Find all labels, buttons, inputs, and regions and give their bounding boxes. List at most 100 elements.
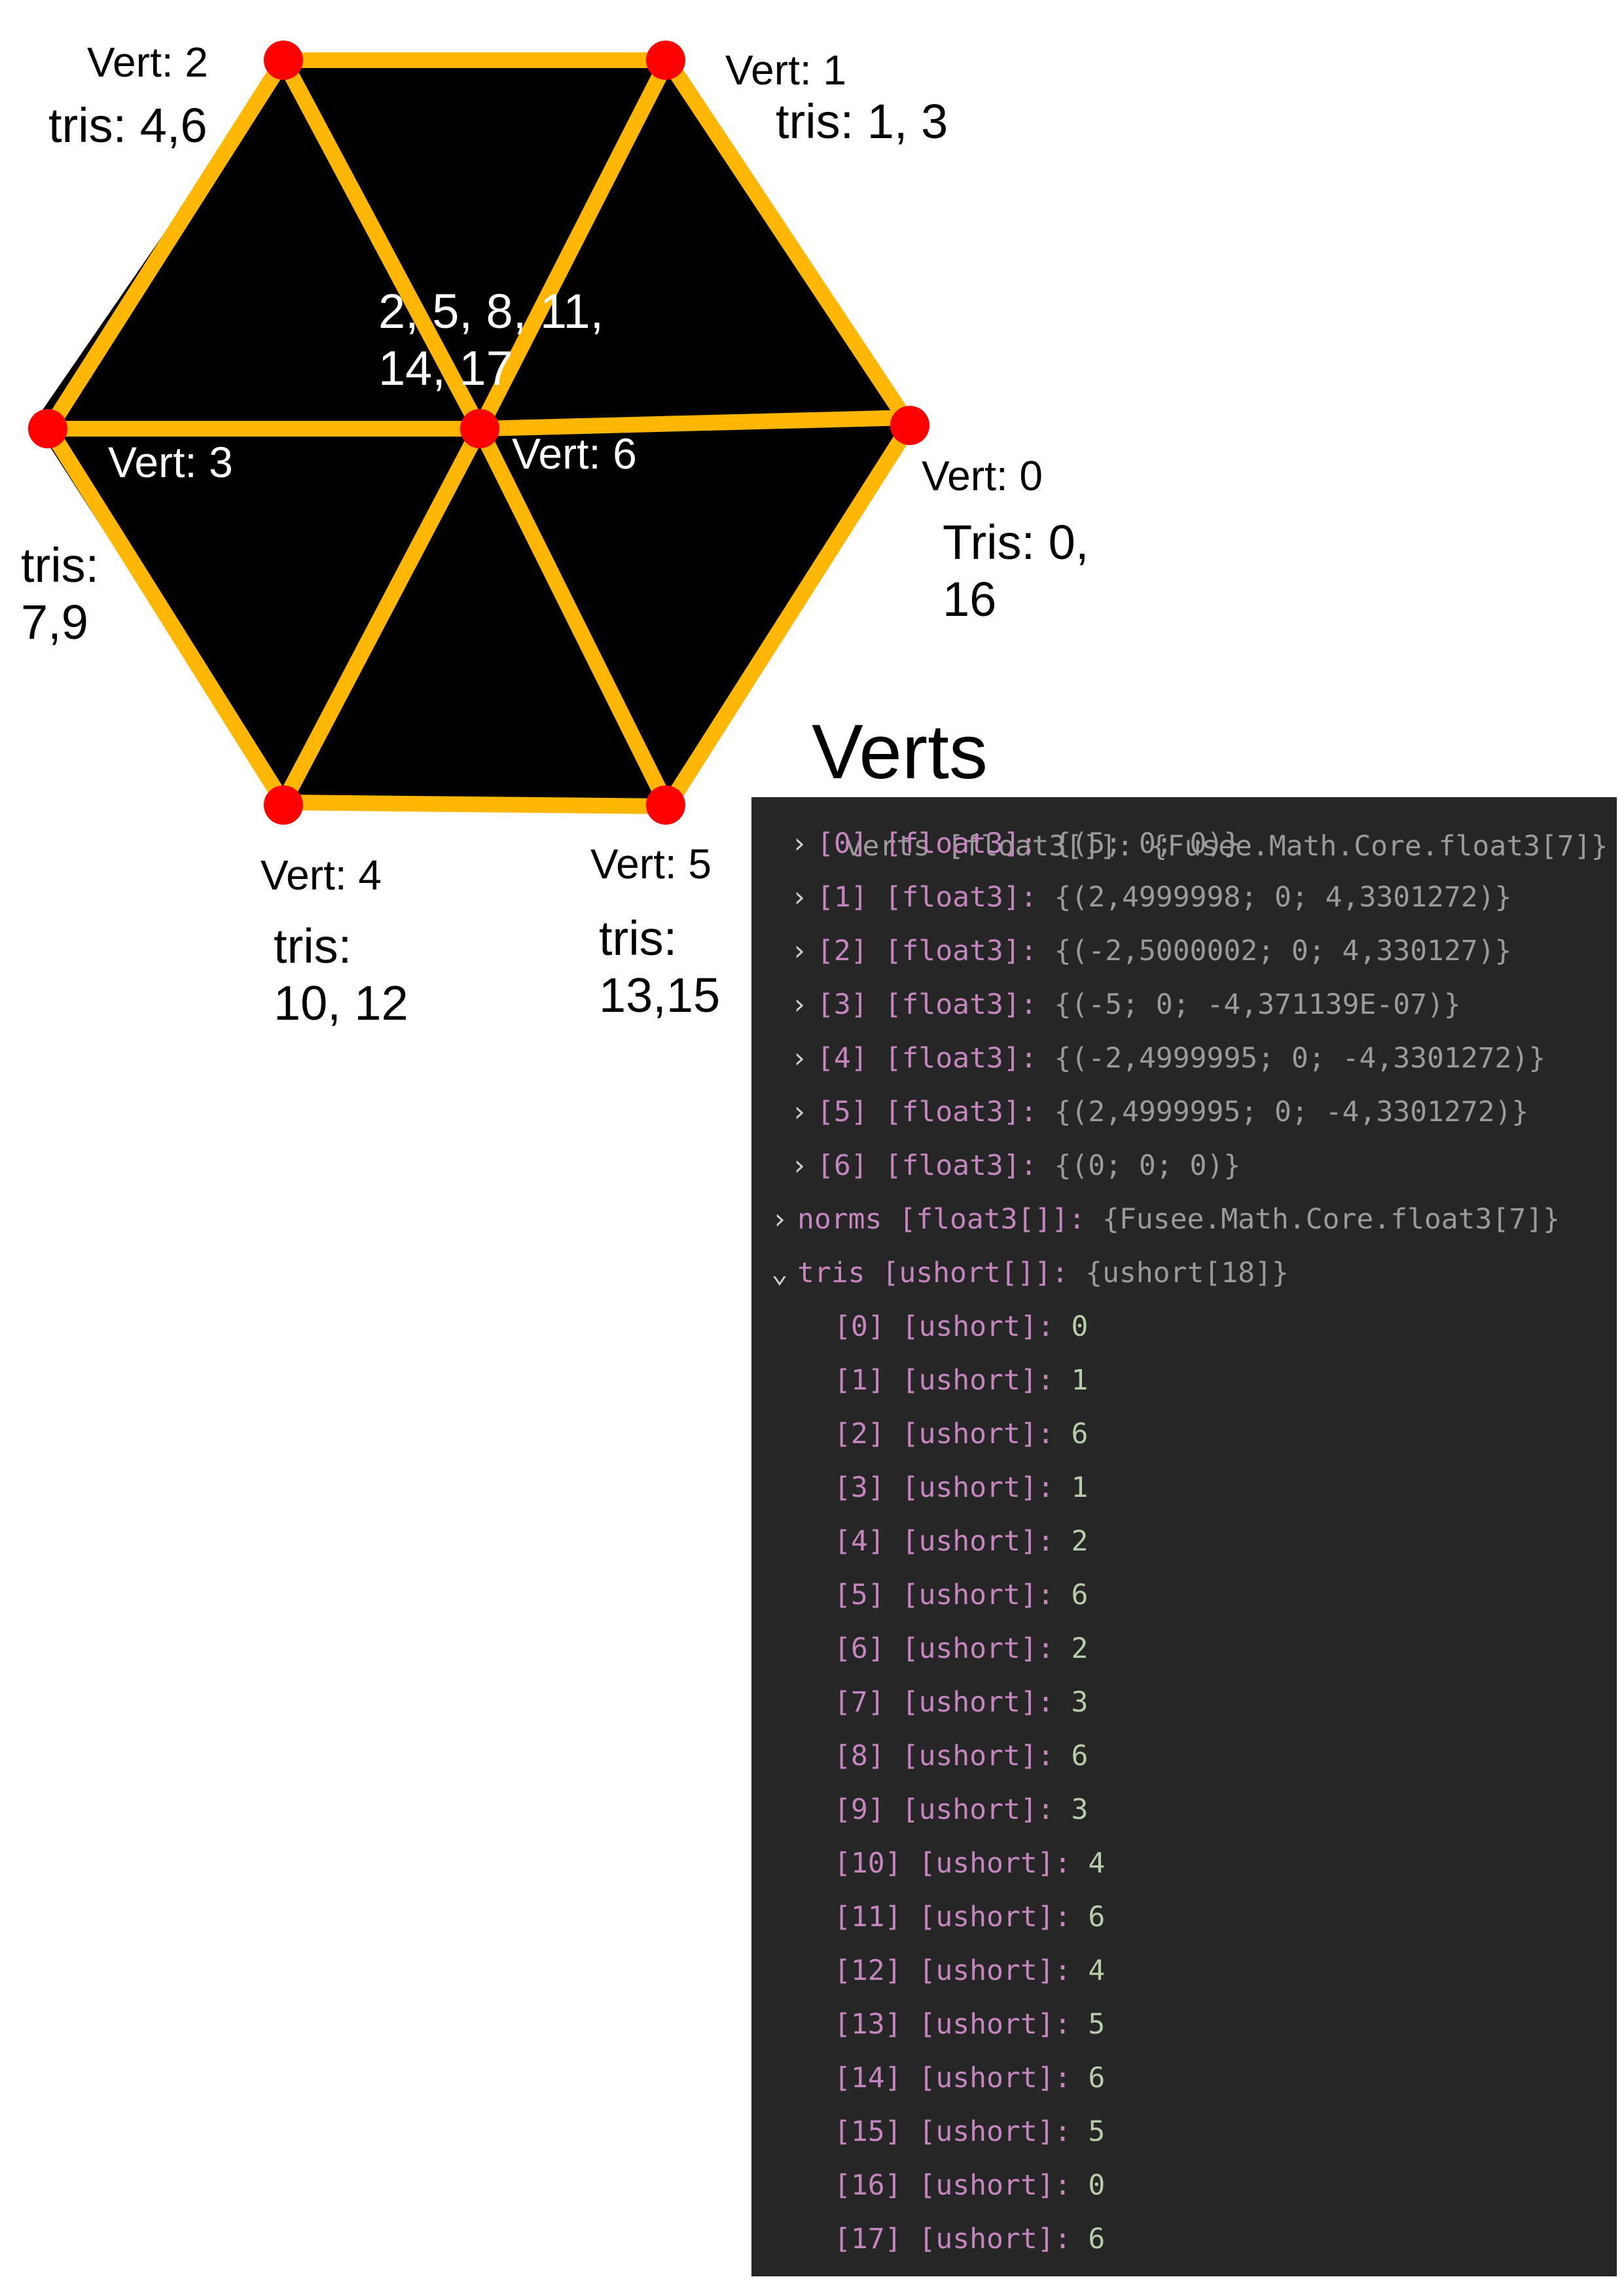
- tri-row-0[interactable]: [0] [ushort]: 0: [834, 1300, 1088, 1354]
- vertex-row-0[interactable]: ›[0] [float3]: {(5; 0; 0)}: [791, 817, 1240, 870]
- tri-type: [ushort]:: [918, 1954, 1072, 1987]
- tri-row-2[interactable]: [2] [ushort]: 6: [834, 1407, 1088, 1461]
- vertex-4-dot: [264, 785, 303, 825]
- tri-row-14[interactable]: [14] [ushort]: 6: [834, 2051, 1105, 2105]
- tri-index: [3]: [834, 1471, 885, 1504]
- tri-type: [ushort]:: [901, 1686, 1055, 1719]
- vertex-index: [4]: [817, 1042, 868, 1075]
- vertex-2-dot: [264, 41, 303, 80]
- tri-row-1[interactable]: [1] [ushort]: 1: [834, 1354, 1088, 1407]
- tri-row-9[interactable]: [9] [ushort]: 3: [834, 1783, 1088, 1837]
- vertex-0-tris-label: Tris: 0, 16: [943, 515, 1089, 627]
- tri-type: [ushort]:: [918, 1901, 1072, 1933]
- tri-value: 3: [1071, 1686, 1089, 1719]
- vertex-4-label: Vert: 4: [261, 852, 382, 899]
- tri-row-12[interactable]: [12] [ushort]: 4: [834, 1944, 1105, 1998]
- vertex-row-1[interactable]: › [1] [float3]: {(2,4999998; 0; 4,3301272…: [791, 870, 1511, 924]
- vertex-row-5[interactable]: ›[5] [float3]: {(2,4999995; 0; -4,330127…: [791, 1085, 1528, 1139]
- vertex-index: [2]: [817, 935, 868, 967]
- tri-type: [ushort]:: [901, 1364, 1055, 1397]
- vertex-markers: [28, 41, 929, 825]
- vertex-index: [6]: [817, 1149, 868, 1182]
- norms-name: norms: [797, 1203, 882, 1236]
- tri-type: [ushort]:: [918, 1847, 1072, 1880]
- vertex-row-4[interactable]: ›[4] [float3]: {(-2,4999995; 0; -4,33012…: [791, 1031, 1545, 1085]
- tri-index: [12]: [834, 1954, 902, 1987]
- tri-row-13[interactable]: [13] [ushort]: 5: [834, 1998, 1105, 2051]
- edge-6-5: [472, 421, 676, 814]
- tri-row-11[interactable]: [11] [ushort]: 6: [834, 1890, 1105, 1944]
- vertex-row-3[interactable]: ›[3] [float3]: {(-5; 0; -4,371139E-07)}: [791, 978, 1461, 1031]
- tri-index: [15]: [834, 2115, 902, 2148]
- tri-type: [ushort]:: [901, 1579, 1055, 1611]
- chevron-right-icon[interactable]: ›: [791, 1149, 808, 1182]
- tri-index: [8]: [834, 1740, 885, 1772]
- vertex-2-tris-label: tris: 4,6: [48, 98, 208, 152]
- vertex-6-dot: [460, 409, 499, 448]
- tri-value: 4: [1088, 1847, 1106, 1880]
- tri-index: [2]: [834, 1418, 885, 1450]
- chevron-right-icon[interactable]: ›: [791, 1042, 808, 1075]
- tri-index: [7]: [834, 1686, 885, 1719]
- tri-type: [ushort]:: [901, 1793, 1055, 1826]
- chevron-right-icon[interactable]: ›: [771, 1203, 788, 1236]
- chevron-right-icon[interactable]: ›: [791, 827, 808, 860]
- vertex-value: {(2,4999998; 0; 4,3301272)}: [1054, 881, 1512, 914]
- chevron-right-icon[interactable]: ›: [791, 988, 808, 1021]
- vertex-row-6[interactable]: ›[6] [float3]: {(0; 0; 0)}: [791, 1139, 1240, 1193]
- tri-value: 6: [1071, 1740, 1089, 1772]
- vertex-type: [float3]:: [884, 881, 1038, 914]
- vertex-3-label: Vert: 3: [108, 438, 233, 486]
- tri-type: [ushort]:: [901, 1310, 1055, 1343]
- tri-type: [ushort]:: [918, 2169, 1072, 2202]
- tri-type: [ushort]:: [901, 1632, 1055, 1665]
- tri-value: 0: [1088, 2169, 1106, 2202]
- tri-type: [ushort]:: [918, 2008, 1072, 2041]
- edge-5-4: [276, 795, 676, 814]
- chevron-right-icon[interactable]: ›: [791, 1096, 808, 1128]
- tri-type: [ushort]:: [901, 1740, 1055, 1772]
- tri-row-16[interactable]: [16] [ushort]: 0: [834, 2159, 1105, 2212]
- norms-row[interactable]: ›norms [float3[]]: {Fusee.Math.Core.floa…: [771, 1193, 1560, 1246]
- tri-row-17[interactable]: [17] [ushort]: 6: [834, 2212, 1105, 2266]
- tri-index: [11]: [834, 1901, 902, 1933]
- tri-value: 1: [1071, 1471, 1089, 1504]
- debugger-variables-panel[interactable]: verts [float3[]]: {Fusee.Math.Core.float…: [751, 797, 1617, 2276]
- tri-value: 4: [1088, 1954, 1106, 1987]
- vertex-5-dot: [646, 785, 685, 825]
- tri-type: [ushort]:: [918, 2223, 1072, 2255]
- vertex-value: {(-2,5000002; 0; 4,330127)}: [1054, 935, 1512, 967]
- vertex-0-dot: [890, 406, 929, 445]
- chevron-down-icon[interactable]: ⌄: [771, 1257, 788, 1289]
- tri-row-4[interactable]: [4] [ushort]: 2: [834, 1515, 1088, 1568]
- edge-6-2: [276, 52, 488, 437]
- tri-value: 6: [1071, 1418, 1089, 1450]
- vertex-type: [float3]:: [884, 827, 1038, 860]
- chevron-right-icon[interactable]: ›: [791, 935, 808, 967]
- tri-value: 5: [1088, 2115, 1106, 2148]
- tri-type: [ushort]:: [918, 2115, 1072, 2148]
- verts-heading: Verts: [812, 709, 988, 795]
- tri-row-7[interactable]: [7] [ushort]: 3: [834, 1676, 1088, 1729]
- vertex-index: [1]: [817, 881, 868, 914]
- tris-name: tris: [797, 1257, 865, 1289]
- tri-row-15[interactable]: [15] [ushort]: 5: [834, 2105, 1105, 2159]
- vertex-index: [0]: [817, 827, 868, 860]
- tri-type: [ushort]:: [918, 2062, 1072, 2094]
- chevron-right-icon[interactable]: ›: [791, 881, 808, 914]
- vertex-type: [float3]:: [884, 1096, 1038, 1128]
- tris-row[interactable]: ⌄tris [ushort[]]: {ushort[18]}: [771, 1246, 1289, 1300]
- tri-value: 2: [1071, 1632, 1089, 1665]
- tri-row-8[interactable]: [8] [ushort]: 6: [834, 1729, 1088, 1783]
- tri-row-5[interactable]: [5] [ushort]: 6: [834, 1568, 1088, 1622]
- tri-index: [1]: [834, 1364, 885, 1397]
- tris-value: {ushort[18]}: [1085, 1257, 1289, 1289]
- vertex-index: [3]: [817, 988, 868, 1021]
- tri-row-6[interactable]: [6] [ushort]: 2: [834, 1622, 1088, 1676]
- vertex-row-2[interactable]: ›[2] [float3]: {(-2,5000002; 0; 4,330127…: [791, 924, 1511, 978]
- tri-row-3[interactable]: [3] [ushort]: 1: [834, 1461, 1088, 1515]
- tri-index: [9]: [834, 1793, 885, 1826]
- tri-row-10[interactable]: [10] [ushort]: 4: [834, 1837, 1105, 1890]
- vertex-value: {(-5; 0; -4,371139E-07)}: [1054, 988, 1461, 1021]
- vertex-5-tris-label: tris: 13,15: [599, 911, 721, 1023]
